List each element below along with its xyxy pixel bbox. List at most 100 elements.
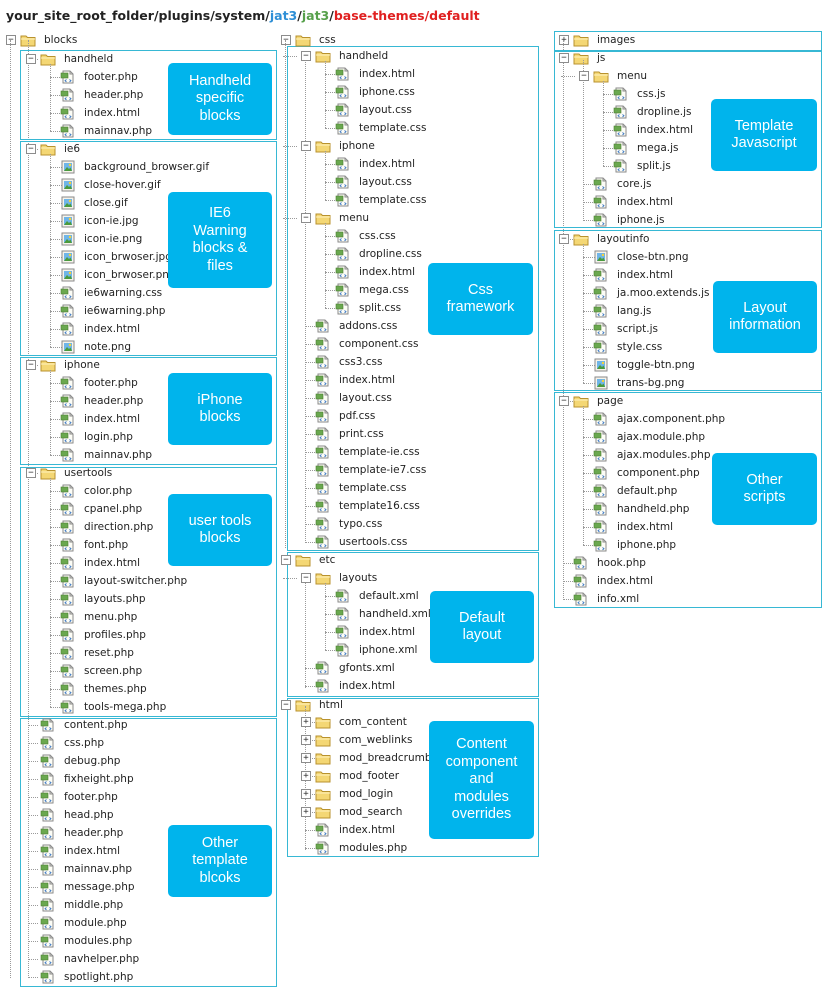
collapse-toggle-icon[interactable]: − bbox=[281, 555, 291, 565]
tree-connector bbox=[305, 686, 317, 687]
expand-toggle-icon[interactable]: + bbox=[301, 717, 311, 727]
collapse-toggle-icon[interactable]: − bbox=[301, 573, 311, 583]
collapse-toggle-icon[interactable]: − bbox=[559, 53, 569, 63]
folder-icon bbox=[315, 805, 331, 819]
script-file-icon bbox=[335, 157, 351, 171]
collapse-toggle-icon[interactable]: − bbox=[26, 360, 36, 370]
file-label: modules.php bbox=[64, 935, 133, 947]
file-label: trans-bg.png bbox=[617, 377, 685, 389]
collapse-toggle-icon[interactable]: − bbox=[301, 213, 311, 223]
file-label: index.html bbox=[84, 323, 140, 335]
expand-toggle-icon[interactable]: + bbox=[301, 735, 311, 745]
folder-icon bbox=[315, 733, 331, 747]
collapse-toggle-icon[interactable]: − bbox=[26, 468, 36, 478]
tree-connector bbox=[50, 527, 64, 528]
script-file-icon bbox=[60, 88, 76, 102]
tree-connector bbox=[325, 596, 339, 597]
collapse-toggle-icon[interactable]: − bbox=[559, 234, 569, 244]
expand-toggle-icon[interactable]: + bbox=[301, 771, 311, 781]
script-file-icon bbox=[315, 409, 331, 423]
tree-connector bbox=[305, 452, 317, 453]
image-file-icon bbox=[60, 250, 76, 264]
script-file-icon bbox=[40, 790, 56, 804]
tree-connector bbox=[583, 365, 597, 366]
tree-connector bbox=[563, 40, 564, 598]
callout-usertools: user tools blocks bbox=[168, 494, 272, 566]
script-file-icon bbox=[315, 517, 331, 531]
file-label: print.css bbox=[339, 428, 384, 440]
script-file-icon bbox=[60, 106, 76, 120]
script-file-icon bbox=[593, 448, 609, 462]
script-file-icon bbox=[315, 463, 331, 477]
file-label: index.html bbox=[359, 266, 415, 278]
script-file-icon bbox=[335, 247, 351, 261]
tree-connector bbox=[583, 509, 597, 510]
folder-label: menu bbox=[339, 212, 369, 224]
file-label: index.html bbox=[84, 413, 140, 425]
folder-label: usertools bbox=[64, 467, 113, 479]
script-file-icon bbox=[593, 322, 609, 336]
tree-connector bbox=[50, 370, 51, 455]
file-label: modules.php bbox=[339, 842, 408, 854]
collapse-toggle-icon[interactable]: − bbox=[281, 700, 291, 710]
tree-connector bbox=[285, 40, 286, 548]
folder-label: images bbox=[597, 34, 636, 46]
file-label: layouts.php bbox=[84, 593, 146, 605]
script-file-icon bbox=[593, 466, 609, 480]
script-file-icon bbox=[335, 67, 351, 81]
collapse-toggle-icon[interactable]: − bbox=[579, 71, 589, 81]
image-file-icon bbox=[60, 196, 76, 210]
script-file-icon bbox=[40, 808, 56, 822]
file-label: index.html bbox=[359, 626, 415, 638]
tree-connector bbox=[305, 830, 317, 831]
file-label: pdf.css bbox=[339, 410, 376, 422]
collapse-toggle-icon[interactable]: − bbox=[26, 54, 36, 64]
collapse-toggle-icon[interactable]: − bbox=[301, 141, 311, 151]
expand-toggle-icon[interactable]: + bbox=[301, 807, 311, 817]
image-file-icon bbox=[60, 340, 76, 354]
tree-connector bbox=[50, 77, 64, 78]
tree-connector bbox=[28, 869, 38, 870]
tree-connector bbox=[50, 545, 64, 546]
folder-label: css bbox=[319, 34, 336, 46]
expand-toggle-icon[interactable]: + bbox=[301, 789, 311, 799]
file-label: css.css bbox=[359, 230, 396, 242]
tree-connector bbox=[305, 344, 317, 345]
file-label: iphone.css bbox=[359, 86, 415, 98]
tree-connector bbox=[583, 329, 597, 330]
script-file-icon bbox=[315, 319, 331, 333]
expand-toggle-icon[interactable]: + bbox=[301, 753, 311, 763]
tree-connector bbox=[305, 578, 306, 688]
tree-connector bbox=[50, 599, 64, 600]
folder-label: mod_search bbox=[339, 806, 403, 818]
file-label: index.html bbox=[339, 680, 395, 692]
script-file-icon bbox=[315, 481, 331, 495]
file-label: spotlight.php bbox=[64, 971, 134, 983]
collapse-toggle-icon[interactable]: − bbox=[6, 35, 16, 45]
folder-icon bbox=[40, 52, 56, 66]
file-label: middle.php bbox=[64, 899, 124, 911]
folder-label: handheld bbox=[64, 53, 114, 65]
path-segment: jat3 bbox=[269, 8, 298, 23]
collapse-toggle-icon[interactable]: − bbox=[26, 144, 36, 154]
file-label: index.html bbox=[339, 824, 395, 836]
folder-icon bbox=[573, 33, 589, 47]
tree-connector bbox=[325, 614, 339, 615]
expand-toggle-icon[interactable]: + bbox=[559, 35, 569, 45]
folder-label: mod_footer bbox=[339, 770, 400, 782]
script-file-icon bbox=[315, 391, 331, 405]
script-file-icon bbox=[60, 124, 76, 138]
callout-js: Template Javascript bbox=[711, 99, 817, 171]
collapse-toggle-icon[interactable]: − bbox=[301, 51, 311, 61]
collapse-toggle-icon[interactable]: − bbox=[559, 396, 569, 406]
file-label: reset.php bbox=[84, 647, 134, 659]
folder-icon bbox=[40, 466, 56, 480]
collapse-toggle-icon[interactable]: − bbox=[281, 35, 291, 45]
file-label: note.png bbox=[84, 341, 131, 353]
script-file-icon bbox=[60, 394, 76, 408]
file-label: iphone.xml bbox=[359, 644, 418, 656]
tree-connector bbox=[50, 95, 64, 96]
script-file-icon bbox=[60, 682, 76, 696]
tree-connector bbox=[583, 202, 595, 203]
tree-connector bbox=[283, 578, 297, 579]
